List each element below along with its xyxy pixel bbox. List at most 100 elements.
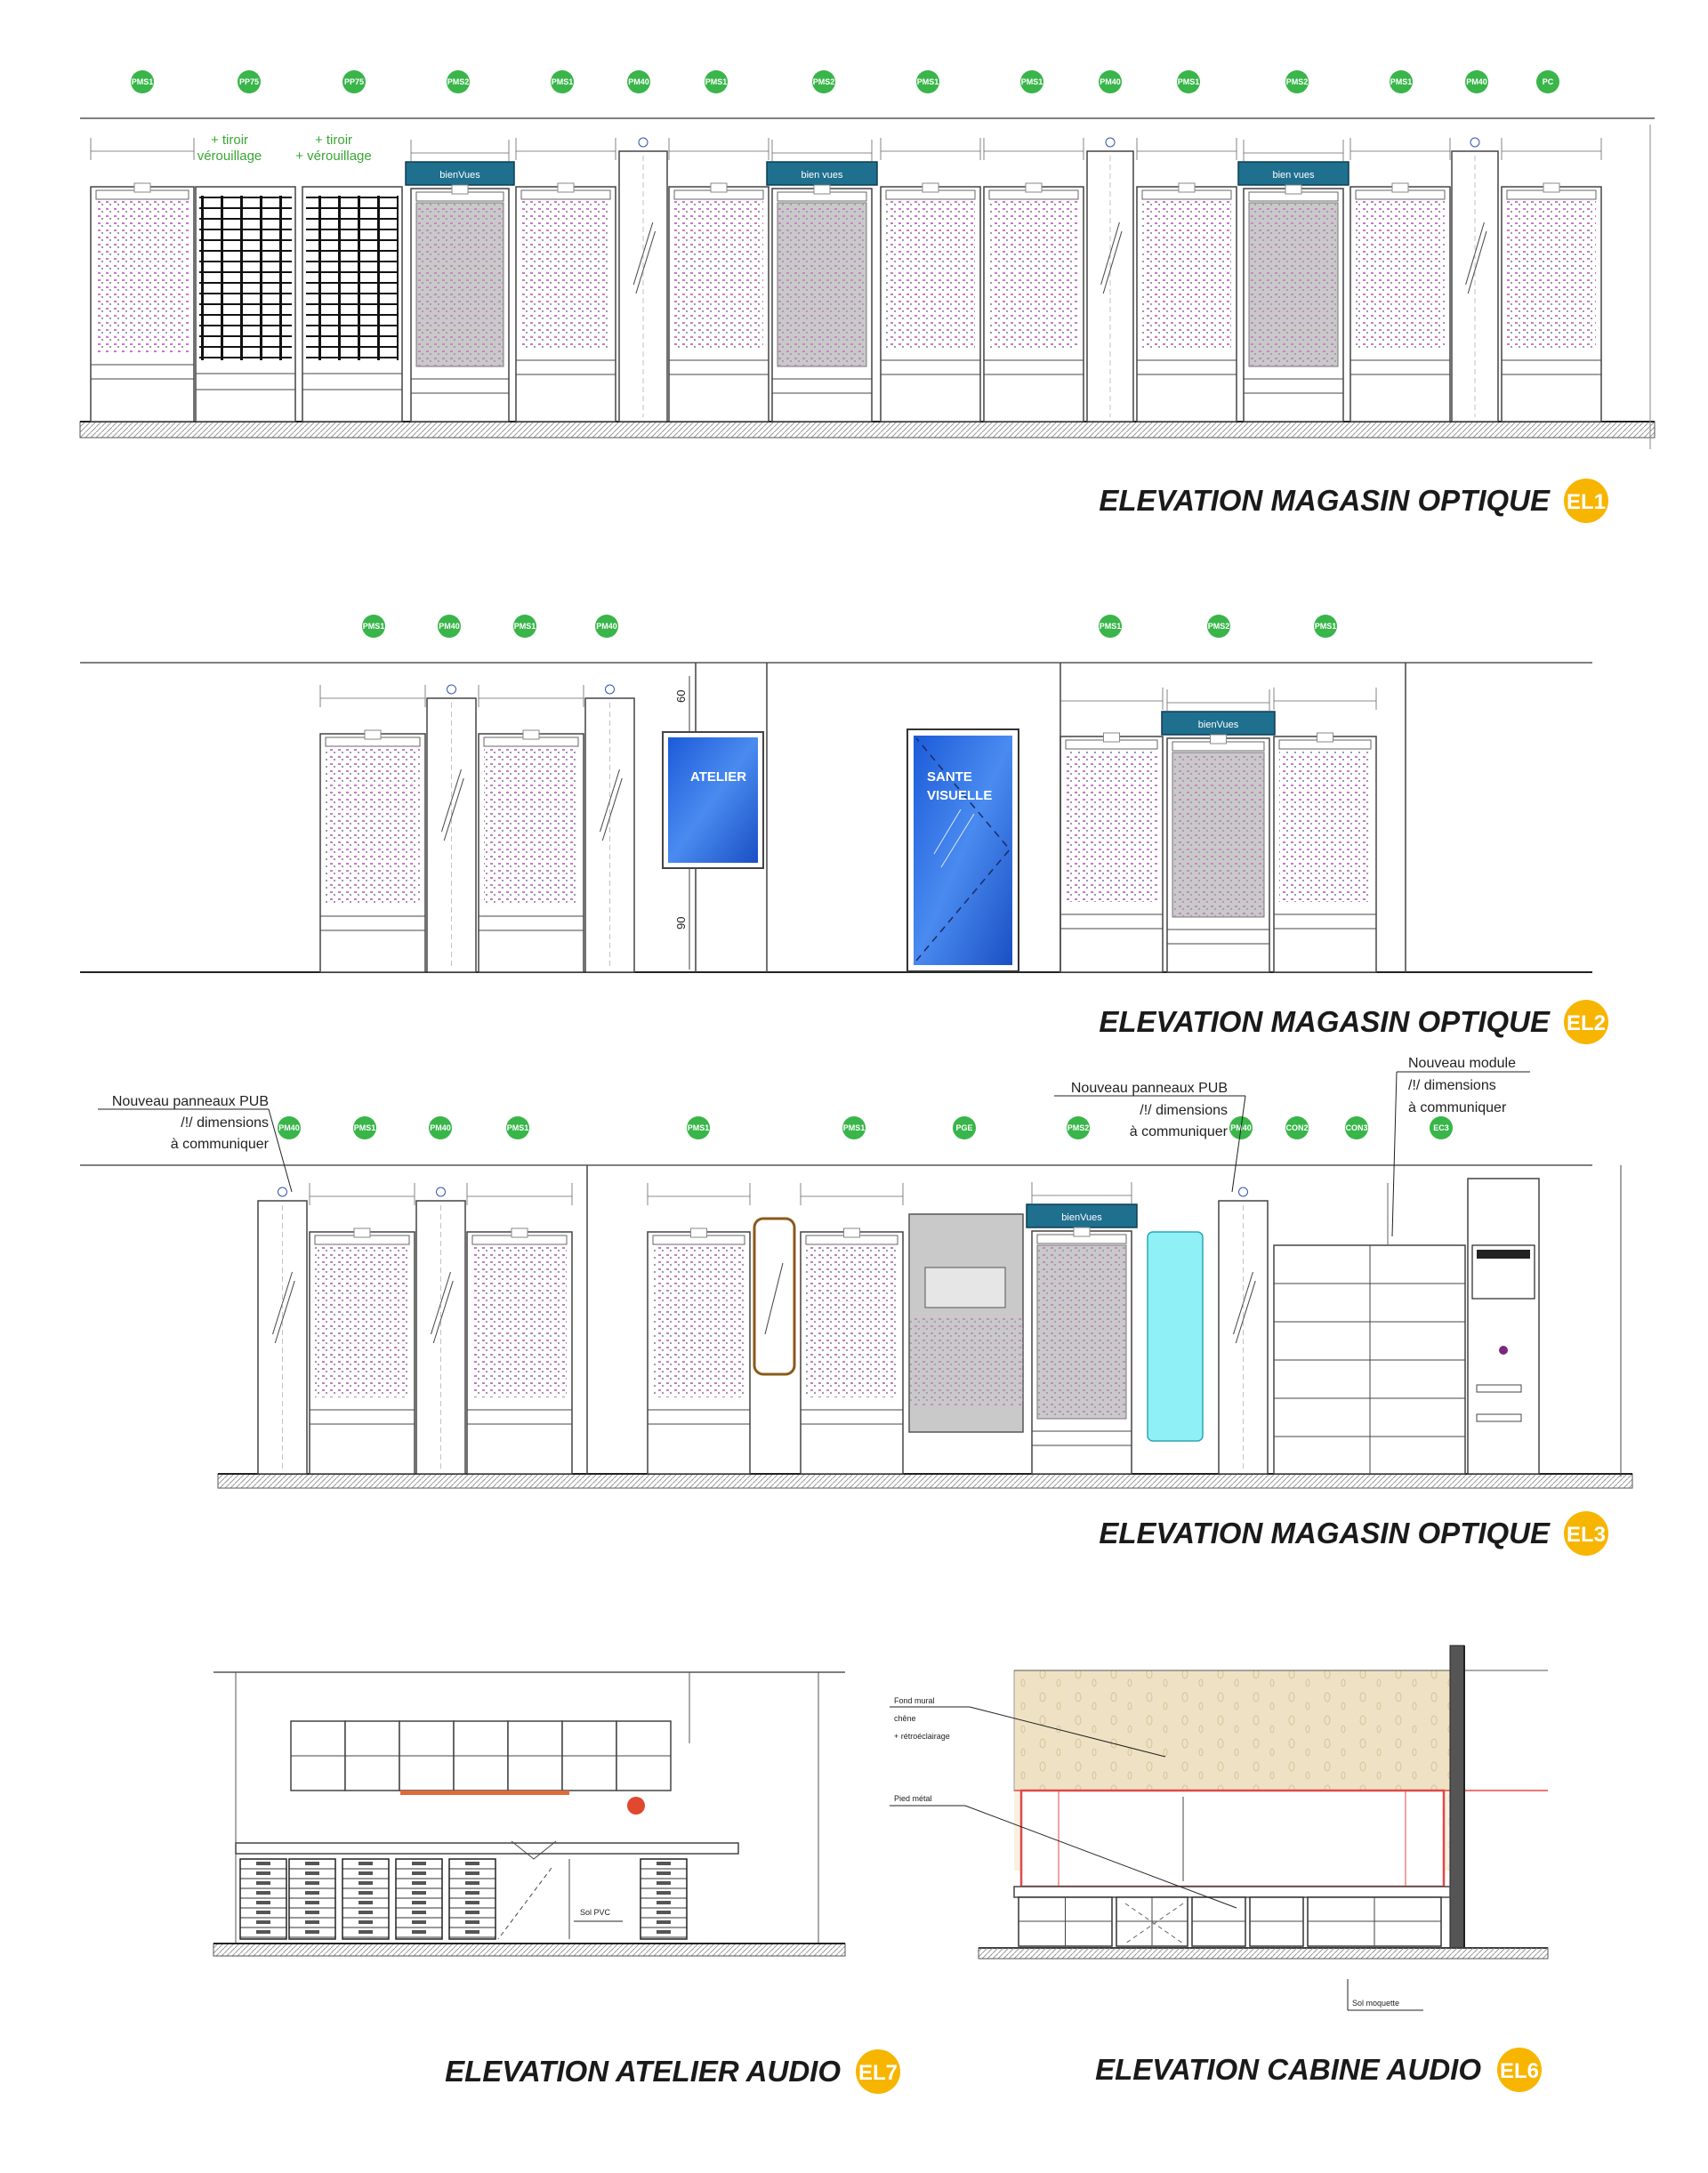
sante-visuelle-door-panel xyxy=(914,736,1012,965)
el1-tag-10 xyxy=(1099,70,1122,93)
el2-tag-6 xyxy=(1314,615,1337,638)
el3-tag-label-2: PM40 xyxy=(430,1123,451,1132)
el1-tag-label-4: PMS1 xyxy=(552,77,574,86)
el3-tag-10 xyxy=(1345,1116,1368,1139)
elevation-el1: PMS1 PP75 PP75 PMS2 PMS1 PM40 PMS1 PMS2 PMS1 PMS1… xyxy=(79,70,1656,523)
el1-tag-label-12: PMS2 xyxy=(1286,77,1309,86)
el6-title: ELEVATION CABINE AUDIO xyxy=(1095,2053,1481,2086)
el3-note-mid-line3: à communiquer xyxy=(1130,1124,1229,1139)
el3-badge-label: EL3 xyxy=(1567,1523,1606,1547)
el2-tag-label-6: PMS1 xyxy=(1315,622,1337,631)
el3-tag-11 xyxy=(1430,1116,1453,1139)
sante-visuelle-label-2: VISUELLE xyxy=(927,788,992,803)
el1-tag-label-6: PMS1 xyxy=(705,77,728,86)
el1-tag-label-8: PMS1 xyxy=(917,77,939,86)
el3-tag-0 xyxy=(278,1116,301,1139)
el3-tag-label-11: EC3 xyxy=(1433,1123,1449,1132)
el3-tag-label-5: PMS1 xyxy=(843,1123,866,1132)
el6-badge-label: EL6 xyxy=(1500,2059,1539,2083)
el7-alarm-icon xyxy=(627,1797,645,1815)
el2-dim-90: 90 xyxy=(674,917,688,930)
el1-tag-label-0: PMS1 xyxy=(132,77,154,86)
el1-module-pms2-b-brand-label: bien vues xyxy=(801,170,843,181)
el2-tag-1 xyxy=(438,615,461,638)
el7-badge-label: EL7 xyxy=(858,2061,898,2085)
el3-note-mid-line1: Nouveau panneaux PUB xyxy=(1071,1081,1228,1096)
el2-title: ELEVATION MAGASIN OPTIQUE xyxy=(1099,1005,1551,1038)
el3-note-right-line3: à communiquer xyxy=(1408,1100,1507,1115)
el7-drawer-unit-4 xyxy=(448,1858,496,1940)
el3-module-pms2-brand-label: bienVues xyxy=(1061,1212,1102,1223)
el1-tag-label-2: PP75 xyxy=(344,77,364,86)
el3-title: ELEVATION MAGASIN OPTIQUE xyxy=(1099,1517,1551,1549)
el1-tag-14 xyxy=(1465,70,1488,93)
el7-drawer-unit-5 xyxy=(640,1858,688,1940)
el2-badge xyxy=(1564,1000,1608,1044)
el1-badge xyxy=(1564,479,1608,523)
el1-tag-8 xyxy=(916,70,939,93)
el3-note-mid: Nouveau panneaux PUB /!/ dimensions à co… xyxy=(1054,1081,1246,1193)
el1-title: ELEVATION MAGASIN OPTIQUE xyxy=(1099,484,1551,517)
el3-tag-label-1: PMS1 xyxy=(354,1123,376,1132)
el2-module-pms2-brand-label: bienVues xyxy=(1198,720,1239,730)
el1-tag-6 xyxy=(705,70,728,93)
el1-module-pms2-b-sign xyxy=(766,161,878,186)
el1-tag-5 xyxy=(627,70,650,93)
el1-tag-0 xyxy=(131,70,154,93)
el1-tag-label-14: PM40 xyxy=(1466,77,1487,86)
el3-tag-1 xyxy=(353,1116,376,1139)
el3-tag-9 xyxy=(1285,1116,1309,1139)
el6-badge xyxy=(1497,2048,1542,2092)
el1-tag-label-10: PM40 xyxy=(1100,77,1121,86)
el1-tag-label-3: PMS2 xyxy=(447,77,470,86)
el3-module-ec3 xyxy=(1467,1178,1540,1475)
el2-tag-2 xyxy=(513,615,536,638)
el7-title: ELEVATION ATELIER AUDIO xyxy=(445,2055,841,2088)
el1-tag-11 xyxy=(1177,70,1200,93)
el1-tag-7 xyxy=(812,70,835,93)
el3-note-left-line2: /!/ dimensions xyxy=(181,1115,269,1131)
atelier-door-panel xyxy=(668,737,758,863)
el3-tag-label-4: PMS1 xyxy=(688,1123,710,1132)
el3-note-left: Nouveau panneaux PUB /!/ dimensions à co… xyxy=(98,1094,293,1193)
el1-mirror-pm40-c xyxy=(1451,150,1499,423)
elevation-el7-atelier-audio: Sol PVC ELEVATION ATELIER AUDIO EL7 xyxy=(213,1671,900,2094)
sante-visuelle-label-1: SANTE xyxy=(927,769,972,785)
el3-note-left-line1: Nouveau panneaux PUB xyxy=(112,1094,269,1109)
el1-note-verrouillage-1: vérouillage xyxy=(197,149,262,164)
el3-badge xyxy=(1564,1511,1608,1556)
el2-tag-label-4: PMS1 xyxy=(1100,622,1122,631)
el1-tag-label-1: PP75 xyxy=(239,77,259,86)
el1-tag-2 xyxy=(342,70,366,93)
el1-tag-label-13: PMS1 xyxy=(1390,77,1413,86)
el1-tag-9 xyxy=(1020,70,1043,93)
elevation-el6-cabine-audio: Fond mural chêne + rétroéclairage Pied m… xyxy=(890,1645,1549,2092)
el6-wall-label-3: + rétroéclairage xyxy=(894,1732,950,1741)
el7-floor-label: Sol PVC xyxy=(580,1908,611,1917)
el2-mirror-pm40-b xyxy=(584,697,635,973)
el2-tag-label-1: PM40 xyxy=(439,622,460,631)
el3-tag-label-0: PM40 xyxy=(278,1123,300,1132)
el1-tag-label-5: PM40 xyxy=(628,77,649,86)
el3-pub-panel-right xyxy=(1147,1231,1204,1442)
el6-wall-label-1: Fond mural xyxy=(894,1696,935,1705)
el7-drawer-unit-3 xyxy=(395,1858,443,1940)
el3-tag-6 xyxy=(953,1116,976,1139)
el2-tag-4 xyxy=(1099,615,1122,638)
el2-tag-5 xyxy=(1207,615,1230,638)
el2-tag-label-5: PMS2 xyxy=(1208,622,1230,631)
elevation-el3: PM40PMS1PM40PMS1PMS1PMS1PGEPMS2PM40CON2C… xyxy=(80,1056,1633,1556)
el1-tag-4 xyxy=(551,70,574,93)
el1-tag-1 xyxy=(238,70,261,93)
el6-oak-wall-panel xyxy=(1013,1670,1451,1791)
el1-badge-label: EL1 xyxy=(1567,490,1606,514)
el1-tag-15 xyxy=(1536,70,1559,93)
el1-tag-3 xyxy=(447,70,470,93)
el3-tag-label-3: PMS1 xyxy=(507,1123,529,1132)
atelier-door-label: ATELIER xyxy=(690,769,746,785)
el6-foot-label: Pied métal xyxy=(894,1794,932,1803)
el1-tag-label-7: PMS2 xyxy=(813,77,835,86)
el3-module-pms2-sign xyxy=(1026,1203,1138,1228)
